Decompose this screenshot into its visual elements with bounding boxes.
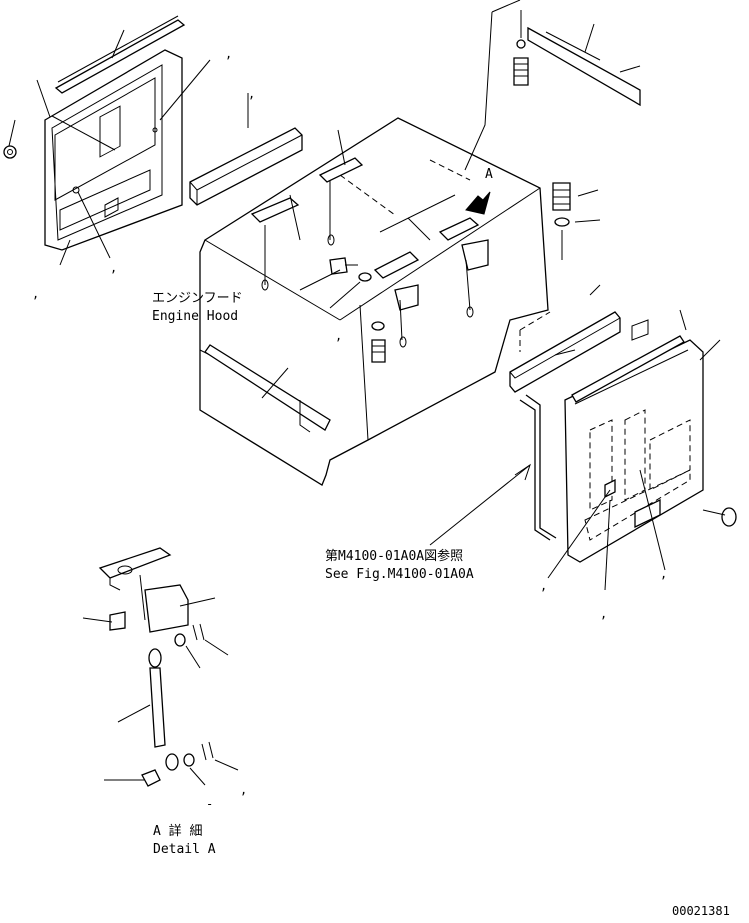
- reference-en-label: See Fig.M4100-01A0A: [325, 567, 474, 582]
- hinge-4: [438, 217, 489, 318]
- right-knob: [721, 507, 737, 527]
- engine-hood-jp-label: エンジンフード: [152, 291, 243, 306]
- svg-text:-: -: [206, 797, 213, 811]
- svg-text:,: ,: [225, 47, 232, 61]
- center-insulation-pad: [189, 127, 303, 206]
- detail-a-jp-label: A 詳 細: [153, 823, 202, 839]
- hinge-2: [250, 197, 300, 291]
- engine-hood-en-label: Engine Hood: [152, 309, 238, 324]
- svg-text:,: ,: [540, 579, 547, 593]
- svg-text:,: ,: [335, 329, 342, 343]
- reference-jp-label: 第M4100-01A0A図参照: [325, 548, 463, 564]
- support-rod: [519, 394, 557, 541]
- left-rail-strip: [54, 15, 186, 94]
- svg-text:,: ,: [600, 607, 607, 621]
- detail-a-washers: [174, 623, 214, 767]
- hinge-1: [318, 157, 364, 246]
- right-top-bracket: [513, 26, 641, 107]
- detail-a-hinge: [98, 547, 189, 633]
- detail-a-bolt: [109, 611, 126, 631]
- svg-text:,: ,: [248, 87, 255, 101]
- detail-a-gas-spring: [148, 648, 179, 771]
- svg-text:,: ,: [240, 783, 247, 797]
- left-nut: [3, 145, 17, 159]
- right-side-door: [564, 339, 704, 563]
- drawing-number: 00021381: [672, 904, 730, 918]
- svg-text:,: ,: [660, 567, 667, 581]
- center-bolt: [329, 257, 386, 363]
- left-side-door: [44, 49, 183, 251]
- right-bolt: [552, 182, 571, 227]
- view-letter-a: A: [485, 167, 493, 182]
- hinge-3: [373, 251, 420, 348]
- view-arrow-a: [465, 191, 491, 215]
- svg-text:,: ,: [32, 287, 39, 301]
- detail-a-en-label: Detail A: [153, 842, 216, 857]
- svg-text:,: ,: [110, 261, 117, 275]
- detail-a-pin: [141, 769, 161, 787]
